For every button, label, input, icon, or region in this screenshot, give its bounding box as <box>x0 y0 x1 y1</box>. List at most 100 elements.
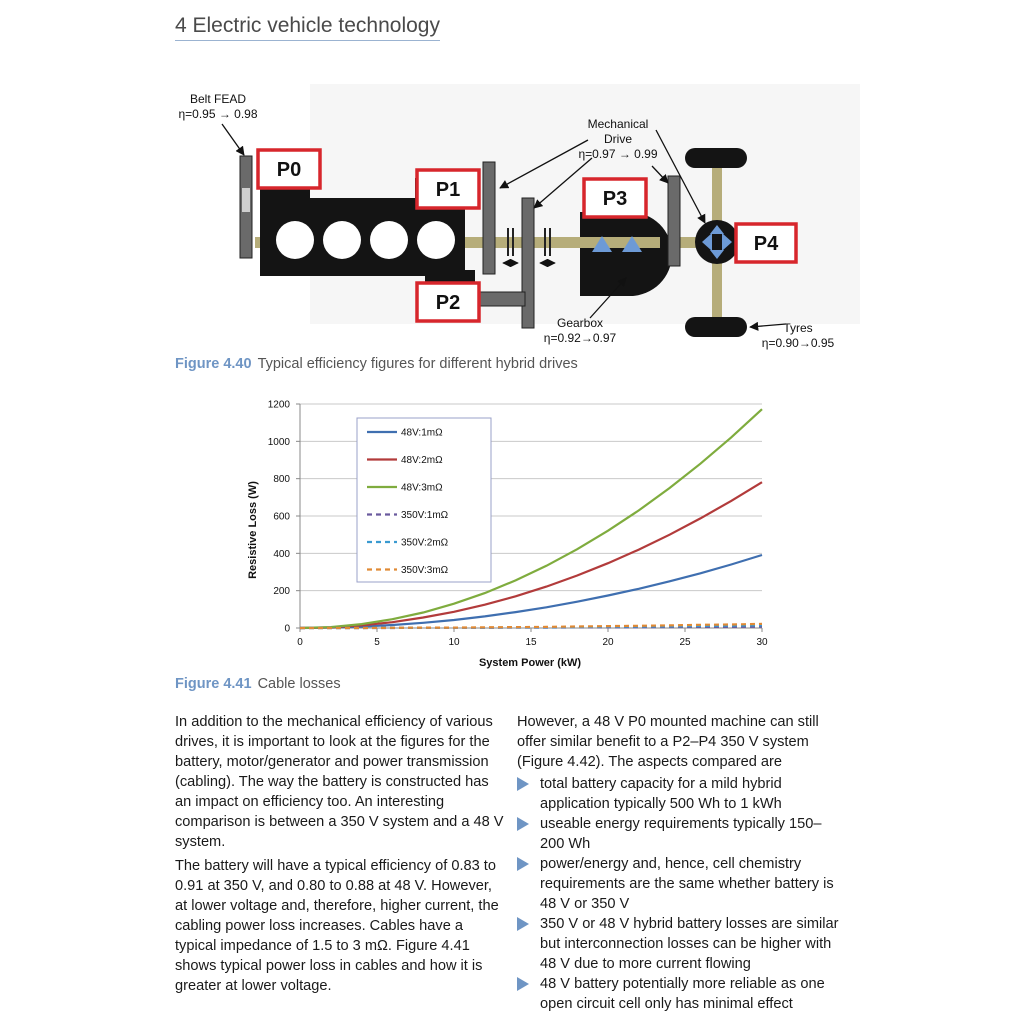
bullet-text: 48 V battery potentially more reliable a… <box>540 976 825 1012</box>
legend-label: 48V:2mΩ <box>401 455 443 466</box>
series-line-2 <box>299 408 763 630</box>
body-paragraph-2: The battery will have a typical efficien… <box>175 858 499 994</box>
engine-cylinder-2 <box>323 221 361 259</box>
x-tick-label: 20 <box>602 637 614 648</box>
diff-arrow-bottom <box>710 250 724 259</box>
diff-arrow-top <box>710 225 724 234</box>
body-right-column: However, a 48 V P0 mounted machine can s… <box>517 712 842 1014</box>
bullet-triangle-icon <box>517 857 529 871</box>
engine-bottom <box>425 270 475 284</box>
tyres-eff: η=0.90→0.95 <box>762 336 835 350</box>
diff-arrow-right <box>722 233 732 251</box>
mech-title-2: Drive <box>604 132 632 146</box>
engine-cylinder-3 <box>370 221 408 259</box>
gearbox-shaft <box>580 237 660 248</box>
tyres-pointer <box>749 321 787 331</box>
tyre-top <box>685 148 747 168</box>
gearbox-eff: η=0.92→0.97 <box>544 331 617 345</box>
figure-4-41-number: Figure 4.41 <box>175 676 252 692</box>
hybrid-drive-diagram: P0 P1 P2 P3 P4 Belt FEAD η=0.95 → 0.98 M… <box>178 84 860 350</box>
figure-4-40-text: Typical efficiency figures for different… <box>257 356 578 372</box>
legend-label: 48V:1mΩ <box>401 428 443 439</box>
figure-4-40-caption: Figure 4.40 Typical efficiency figures fo… <box>175 356 578 372</box>
p4-label: P4 <box>754 233 779 255</box>
page-header: 4 Electric vehicle technology <box>175 14 440 41</box>
belt-pointer <box>221 123 245 156</box>
bullet-text: total battery capacity for a mild hybrid… <box>540 776 782 812</box>
gearbox-title: Gearbox <box>557 316 603 330</box>
y-tick-label: 800 <box>273 474 290 485</box>
belt-eff: η=0.95 → 0.98 <box>178 107 257 121</box>
engine-cylinder-1 <box>276 221 314 259</box>
p2-box <box>415 281 481 323</box>
bullet-item: useable energy requirements typically 15… <box>517 814 842 854</box>
p2-plate <box>521 197 535 329</box>
bullet-text: 350 V or 48 V hybrid battery losses are … <box>540 916 839 972</box>
p2-label: P2 <box>436 292 460 314</box>
mech-eff: η=0.97 → 0.99 <box>578 147 657 161</box>
bullet-triangle-icon <box>517 777 529 791</box>
tyres-title: Tyres <box>783 321 812 335</box>
bullet-triangle-icon <box>517 977 529 991</box>
figure-4-41-text: Cable losses <box>257 676 341 692</box>
clutch-2 <box>539 228 556 268</box>
mech-pointer-diff <box>655 129 706 224</box>
chart-legend: 48V:1mΩ 48V:2mΩ 48V:3mΩ 350V:1mΩ 350V:2mΩ 350… <box>356 417 492 583</box>
figure-4-40-number: Figure 4.40 <box>175 356 252 372</box>
x-tick-label: 30 <box>756 637 768 648</box>
diff-arrow-left <box>702 233 712 251</box>
mech-title-1: Mechanical <box>588 117 649 131</box>
p1-label: P1 <box>436 179 460 201</box>
y-tick-label: 1200 <box>268 400 291 411</box>
mech-pointer-p1 <box>499 139 589 189</box>
y-axis-label: Resistive Loss (W) <box>247 481 259 579</box>
p4-box <box>734 222 798 264</box>
p1-plate <box>482 161 496 275</box>
series-line-1 <box>299 481 763 630</box>
cable-losses-chart: 0 200 400 600 800 1000 1200 0 5 10 15 20 25 30 48V:1m… <box>247 400 768 670</box>
body-paragraph-1: In addition to the mechanical efficiency… <box>175 714 504 850</box>
mech-pointer-p2 <box>533 157 593 209</box>
bullet-item: 48 V battery potentially more reliable a… <box>517 974 842 1014</box>
figure-4-41-caption: Figure 4.41 Cable losses <box>175 676 341 692</box>
x-tick-label: 15 <box>525 637 537 648</box>
chart-series <box>299 408 763 630</box>
y-tick-label: 0 <box>284 624 290 635</box>
body-left-column: In addition to the mechanical efficiency… <box>175 712 505 1000</box>
clutch-1 <box>502 228 519 268</box>
p3-label: P3 <box>603 188 627 210</box>
legend-label: 48V:3mΩ <box>401 483 443 494</box>
gearbox <box>580 212 672 296</box>
legend-label: 350V:1mΩ <box>401 510 449 521</box>
legend-label: 350V:2mΩ <box>401 538 449 549</box>
bullet-text: useable energy requirements typically 15… <box>540 816 822 852</box>
comparison-bullet-list: total battery capacity for a mild hybrid… <box>517 774 842 1014</box>
p0-label: P0 <box>277 159 301 181</box>
y-tick-label: 1000 <box>268 437 291 448</box>
bullet-triangle-icon <box>517 817 529 831</box>
engine-cylinder-4 <box>417 221 455 259</box>
x-axis-label: System Power (kW) <box>479 657 581 669</box>
tyre-bottom <box>685 317 747 337</box>
legend-label: 350V:3mΩ <box>401 565 449 576</box>
bullet-triangle-icon <box>517 917 529 931</box>
differential <box>695 220 739 264</box>
belt-pulley-highlight <box>242 188 250 212</box>
bullet-text: power/energy and, hence, cell chemistry … <box>540 856 834 912</box>
p3-plate <box>667 175 681 267</box>
x-tick-label: 25 <box>679 637 691 648</box>
y-tick-label: 600 <box>273 512 290 523</box>
x-tick-label: 0 <box>297 637 303 648</box>
body-paragraph-3: However, a 48 V P0 mounted machine can s… <box>517 714 819 770</box>
y-tick-label: 200 <box>273 586 290 597</box>
p1-box <box>415 168 481 210</box>
series-line-0 <box>299 553 763 630</box>
bullet-item: 350 V or 48 V hybrid battery losses are … <box>517 914 842 974</box>
gearbox-arrow-left <box>592 236 612 252</box>
legend-box <box>356 417 492 583</box>
bullet-item: total battery capacity for a mild hybrid… <box>517 774 842 814</box>
y-tick-label: 400 <box>273 549 290 560</box>
x-tick-label: 5 <box>374 637 380 648</box>
x-tick-label: 10 <box>448 637 460 648</box>
gearbox-arrow-right <box>622 236 642 252</box>
